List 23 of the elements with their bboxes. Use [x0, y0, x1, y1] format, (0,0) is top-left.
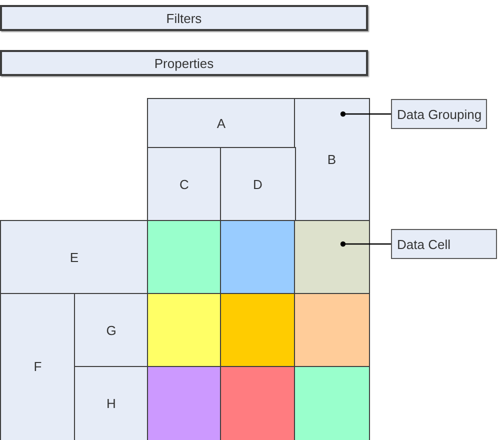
data-area — [147, 366, 222, 440]
data-area — [294, 220, 370, 294]
filters-area: Filters — [0, 5, 368, 31]
leader-line — [340, 111, 391, 117]
column-group-header: C — [147, 147, 222, 222]
data-area — [220, 220, 296, 294]
data-area — [220, 293, 296, 368]
row-group-header: H — [74, 366, 148, 440]
column-group-header: D — [220, 147, 296, 222]
column-group-header: A — [147, 98, 296, 150]
data-area — [147, 220, 222, 294]
column-group-header: B — [294, 98, 370, 222]
callout-label: Data Grouping — [391, 99, 487, 129]
data-area — [294, 366, 370, 440]
row-group-header: F — [0, 293, 76, 440]
properties-area: Properties — [0, 50, 368, 76]
data-area — [294, 293, 370, 368]
leader-line — [340, 241, 391, 247]
data-area — [147, 293, 222, 368]
row-group-header: G — [74, 293, 148, 368]
data-area — [220, 366, 296, 440]
callout-label: Data Cell — [391, 229, 497, 259]
row-group-header: E — [0, 220, 148, 294]
